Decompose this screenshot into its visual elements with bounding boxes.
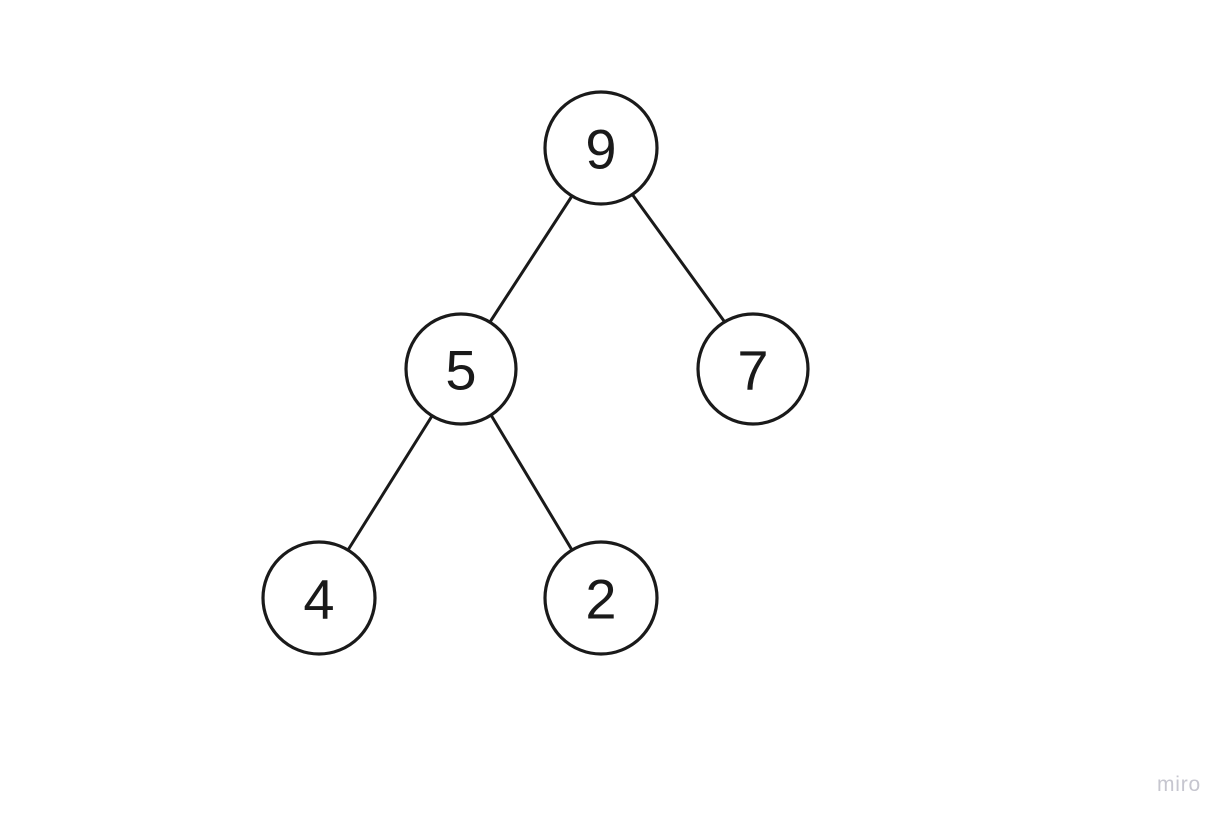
tree-nodes-group: 9 5 7 4 2: [261, 90, 810, 656]
node-label-9: 9: [585, 118, 616, 181]
node-label-7: 7: [737, 339, 768, 402]
tree-node-4[interactable]: 4: [261, 540, 377, 656]
tree-node-9[interactable]: 9: [543, 90, 659, 206]
tree-edge-n5-n4: [346, 414, 434, 552]
tree-edges-group: [346, 192, 726, 552]
node-label-4: 4: [303, 568, 334, 631]
tree-node-2[interactable]: 2: [543, 540, 659, 656]
tree-node-7[interactable]: 7: [696, 312, 810, 426]
tree-edge-n9-n5: [488, 194, 574, 324]
miro-watermark: miro: [1157, 773, 1202, 796]
node-circle-5[interactable]: [404, 312, 518, 426]
tree-edge-n5-n2: [489, 413, 574, 552]
node-circle-4[interactable]: [261, 540, 377, 656]
node-circle-9[interactable]: [543, 90, 659, 206]
node-label-2: 2: [585, 568, 616, 631]
node-circle-2[interactable]: [543, 540, 659, 656]
tree-node-5[interactable]: 5: [404, 312, 518, 426]
node-circle-7[interactable]: [696, 312, 810, 426]
tree-edge-n9-n7: [630, 192, 726, 323]
node-label-5: 5: [445, 339, 476, 402]
